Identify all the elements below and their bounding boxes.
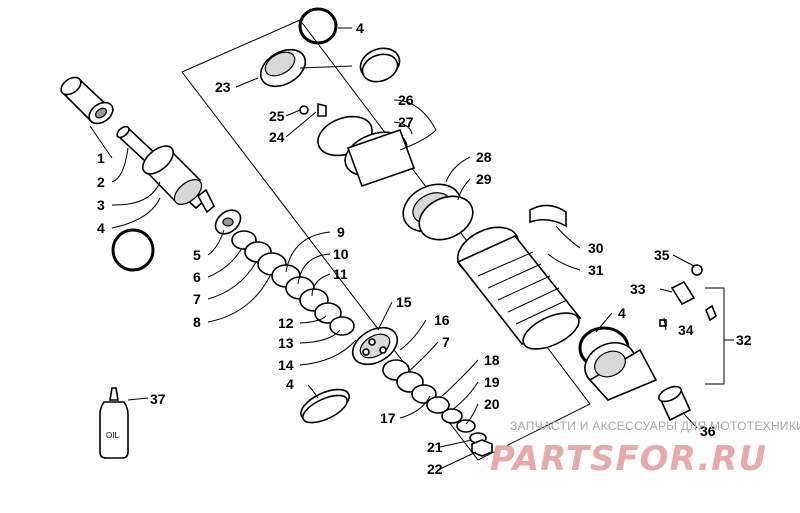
shim-stack-upper [214, 209, 355, 336]
callout-6: 6 [193, 269, 201, 285]
callout-12: 12 [278, 315, 294, 331]
watermark: ЗАПЧАСТИ И АКСЕССУАРЫ ДЛЯ МОТОТЕХНИКИ PA… [490, 419, 800, 479]
callout-22: 22 [427, 461, 443, 477]
callout-10: 10 [333, 246, 349, 262]
callout-21: 21 [427, 439, 443, 455]
piston [351, 326, 399, 366]
preload-collar [402, 183, 474, 241]
callout-8: 8 [193, 314, 201, 330]
callout-4-top: 4 [356, 20, 364, 36]
callout-19: 19 [484, 374, 500, 390]
callout-26: 26 [398, 92, 414, 108]
callout-37: 37 [150, 391, 166, 407]
lower-eye-body [584, 342, 658, 401]
callout-13: 13 [278, 335, 294, 351]
callout-2: 2 [97, 174, 105, 190]
callout-20: 20 [484, 396, 500, 412]
callout-27: 27 [398, 114, 414, 130]
o-ring-left [111, 228, 155, 272]
callout-24: 24 [269, 129, 285, 145]
callout-35: 35 [654, 247, 670, 263]
callout-31: 31 [588, 262, 604, 278]
band-ring-top [359, 47, 401, 83]
reservoir-cap [259, 48, 353, 88]
bracket-32 [705, 287, 725, 385]
band-ring-lower [300, 388, 350, 424]
callout-30: 30 [588, 240, 604, 256]
fill-valve-fitting [659, 264, 717, 327]
oil-bottle: OIL [99, 387, 129, 459]
shock-body-cylinder [456, 226, 582, 350]
watermark-tagline: ЗАПЧАСТИ И АКСЕССУАРЫ ДЛЯ МОТОТЕХНИКИ [510, 419, 800, 433]
bump-stop-clip [529, 204, 567, 228]
callout-7-left: 7 [193, 291, 201, 307]
rod-end-body [141, 145, 215, 214]
callout-14: 14 [278, 357, 294, 373]
callout-32: 32 [736, 332, 752, 348]
callout-28: 28 [476, 149, 492, 165]
reservoir-seal-rings [317, 115, 416, 188]
leader-lines [89, 27, 734, 470]
callout-16: 16 [434, 312, 450, 328]
callout-1: 1 [97, 150, 105, 166]
callout-34: 34 [678, 322, 694, 338]
watermark-brand: PARTSFOR.RU [490, 439, 767, 479]
callout-9: 9 [337, 224, 345, 240]
callout-17: 17 [380, 410, 396, 426]
lower-eye-bushing [658, 385, 692, 422]
callout-11: 11 [333, 266, 348, 282]
callout-4-right: 4 [618, 305, 626, 321]
top-eye-bushing [60, 76, 114, 125]
callout-labels: 1 2 3 4 5 6 7 8 9 10 11 12 13 14 15 16 7… [97, 20, 752, 477]
shim-stack-lower [382, 359, 476, 433]
callout-3: 3 [97, 197, 105, 213]
callout-36: 36 [700, 423, 716, 439]
callout-25: 25 [269, 108, 285, 124]
callout-4-left: 4 [97, 220, 105, 236]
valve-core [299, 102, 327, 117]
callout-33: 33 [630, 281, 646, 297]
oil-bottle-label: OIL [106, 431, 119, 440]
callout-23: 23 [215, 79, 231, 95]
callout-5: 5 [193, 247, 201, 263]
callout-7-right: 7 [442, 334, 450, 350]
callout-4-bottom: 4 [286, 376, 294, 392]
callout-18: 18 [484, 352, 500, 368]
o-ring-top [298, 7, 338, 45]
callout-29: 29 [476, 171, 492, 187]
rod-nut [471, 439, 493, 457]
callout-15: 15 [396, 294, 412, 310]
